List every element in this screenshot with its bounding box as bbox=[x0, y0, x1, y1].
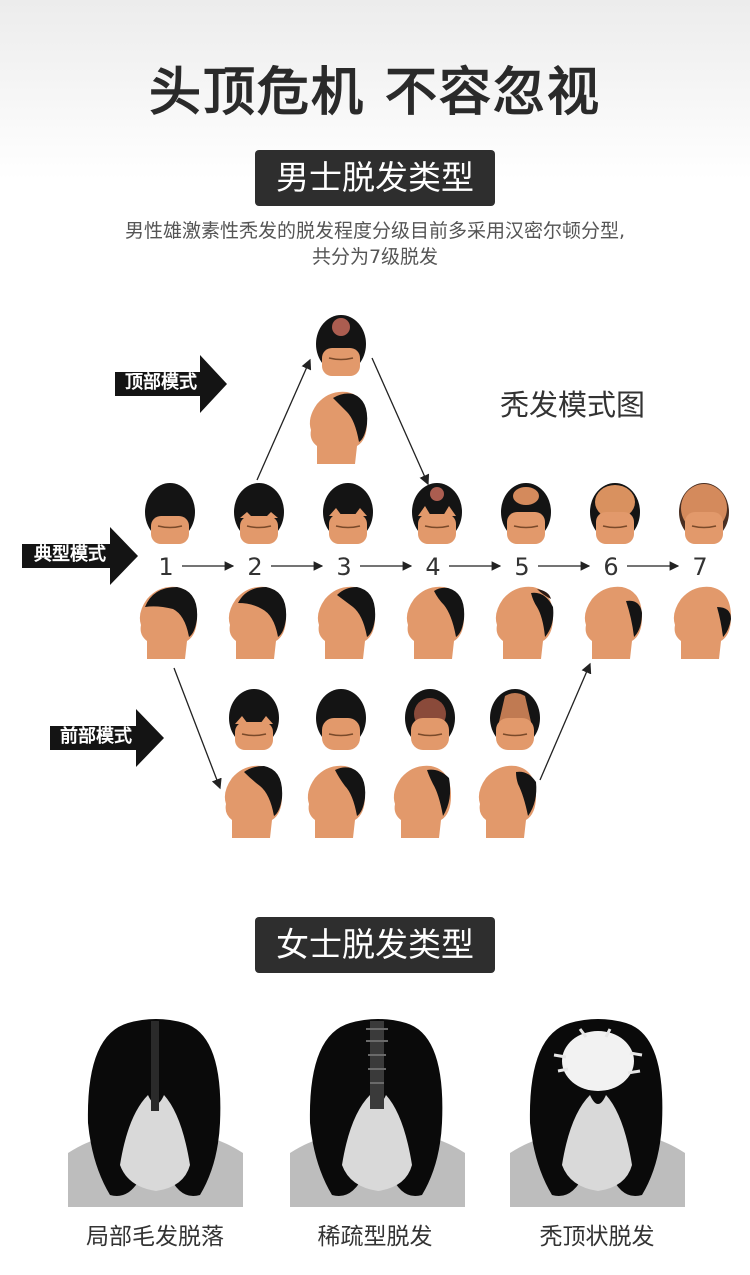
step-number-1: 1 bbox=[158, 553, 174, 581]
head-front-stage-3 bbox=[323, 483, 373, 544]
head-front-stage-7 bbox=[679, 483, 729, 544]
head-side-stage-7 bbox=[673, 586, 731, 659]
caption-crown-loss: 秃顶状脱发 bbox=[539, 1224, 655, 1250]
mode-label-front: 前部模式 bbox=[50, 709, 180, 767]
head-front-frontal-2 bbox=[316, 689, 366, 750]
head-front-stage-4 bbox=[412, 483, 462, 544]
head-front-vertex bbox=[316, 315, 366, 376]
woman-head-crown-loss bbox=[510, 1019, 685, 1207]
caption-partial-loss: 局部毛发脱落 bbox=[86, 1224, 224, 1250]
caption-diffuse-loss: 稀疏型脱发 bbox=[317, 1224, 433, 1250]
men-description: 男性雄激素性秃发的脱发程度分级目前多采用汉密尔顿分型, 共分为7级脱发 bbox=[40, 218, 710, 270]
step-number-4: 4 bbox=[425, 553, 441, 581]
arrow-right-icon bbox=[50, 709, 164, 767]
head-side-frontal-2 bbox=[307, 765, 366, 838]
step-number-5: 5 bbox=[514, 553, 530, 581]
head-side-stage-1 bbox=[139, 586, 198, 659]
head-side-frontal-1 bbox=[224, 765, 283, 838]
mode-label-top: 顶部模式 bbox=[115, 355, 245, 413]
step-number-3: 3 bbox=[336, 553, 352, 581]
head-side-stage-4 bbox=[406, 586, 465, 659]
page-title: 头顶危机 不容忽视 bbox=[148, 63, 602, 123]
arrow-right-icon bbox=[115, 355, 227, 413]
head-side-frontal-4 bbox=[478, 765, 537, 838]
step-number-2: 2 bbox=[247, 553, 263, 581]
mode-label-typical: 典型模式 bbox=[22, 527, 152, 585]
woman-head-partial-loss bbox=[68, 1019, 243, 1207]
men-section-tag: 男士脱发类型 bbox=[255, 150, 495, 206]
head-side-stage-5 bbox=[495, 586, 554, 659]
head-side-frontal-3 bbox=[393, 765, 451, 838]
head-front-stage-5 bbox=[501, 483, 551, 544]
head-side-stage-3 bbox=[317, 586, 376, 659]
head-front-frontal-3 bbox=[405, 689, 455, 750]
head-front-frontal-4 bbox=[490, 689, 540, 750]
step-number-7: 7 bbox=[692, 553, 708, 581]
step-number-6: 6 bbox=[603, 553, 619, 581]
head-front-frontal-1 bbox=[229, 689, 279, 750]
women-section-tag: 女士脱发类型 bbox=[255, 917, 495, 973]
head-side-vertex bbox=[309, 391, 368, 464]
men-description-line-2: 共分为7级脱发 bbox=[311, 246, 439, 268]
diagram-title: 秃发模式图 bbox=[500, 388, 646, 422]
mode-label-typical-text: 典型模式 bbox=[34, 544, 106, 565]
head-side-stage-2 bbox=[228, 586, 287, 659]
mode-label-front-text: 前部模式 bbox=[60, 726, 132, 747]
woman-head-diffuse-loss bbox=[290, 1019, 465, 1207]
head-front-stage-1 bbox=[145, 483, 195, 544]
head-front-stage-6 bbox=[590, 483, 640, 544]
mode-label-top-text: 顶部模式 bbox=[125, 372, 197, 393]
arrow-right-icon bbox=[22, 527, 138, 585]
men-description-line-1: 男性雄激素性秃发的脱发程度分级目前多采用汉密尔顿分型, bbox=[124, 220, 626, 242]
head-front-stage-2 bbox=[234, 483, 284, 544]
head-side-stage-6 bbox=[584, 586, 642, 659]
